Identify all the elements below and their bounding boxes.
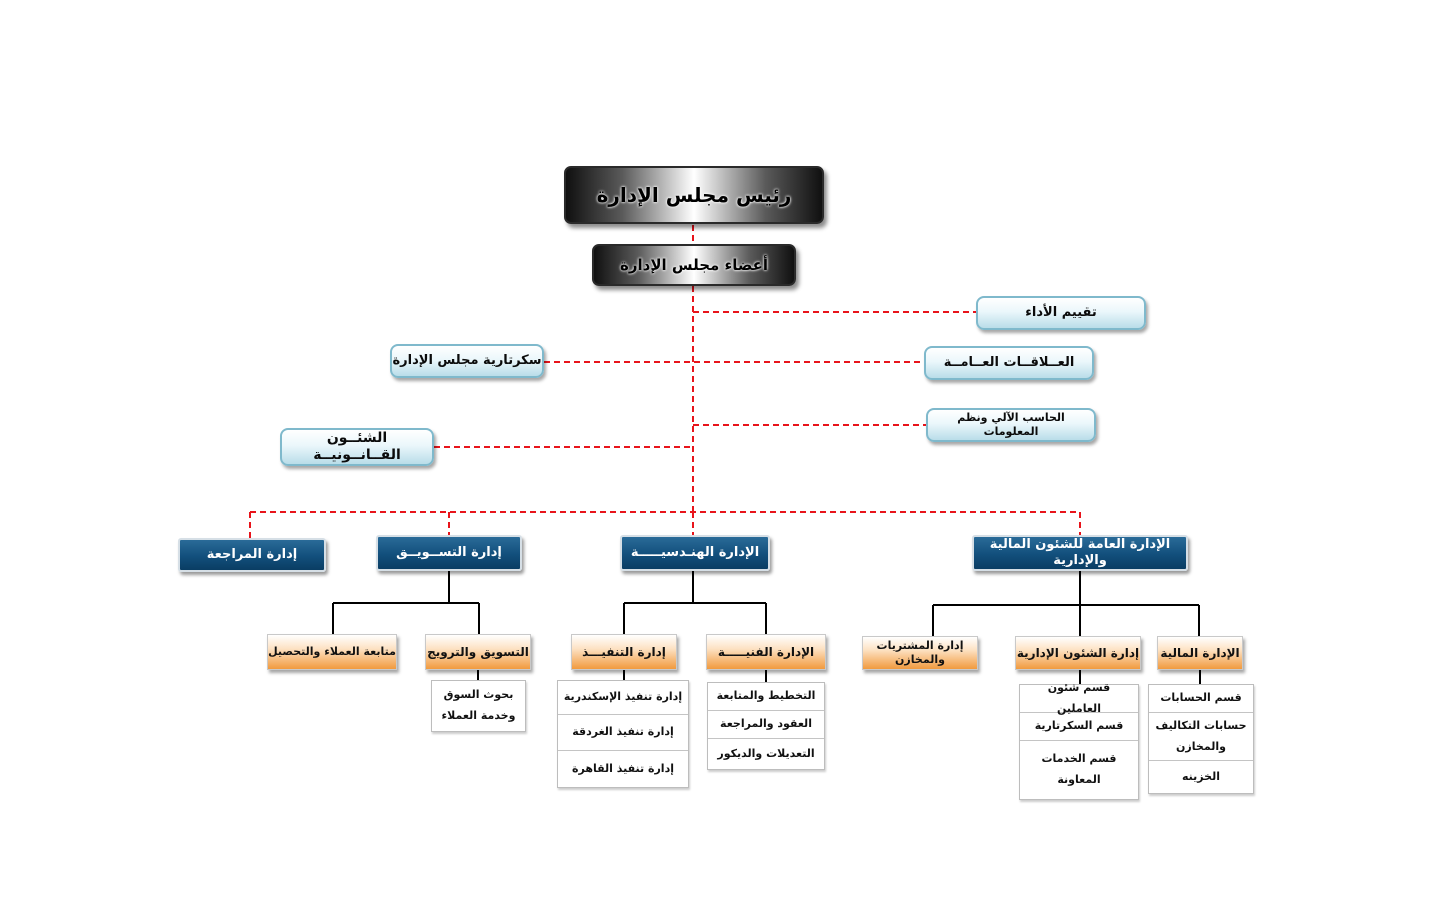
unit-item: قسم السكرتارية <box>1020 713 1138 741</box>
org-node-technical: الإدارة الفنيـــــة <box>706 634 826 670</box>
org-node-financial: الإدارة المالية <box>1157 636 1243 670</box>
org-node-chairman: رئيس مجلس الإدارة <box>564 166 824 224</box>
org-node-customer-followup: متابعة العملاء والتحصيل <box>267 634 397 670</box>
org-node-admin-affairs: إدارة الشئون الإدارية <box>1015 636 1141 670</box>
org-node-promotion: التسويق والترويج <box>425 634 531 670</box>
unit-item: إدارة تنفيذ الغردقة <box>558 715 688 751</box>
unit-item: قسم الخدمات المعاونة <box>1041 752 1117 786</box>
unit-item: إدارة تنفيذ القاهرة <box>572 761 674 775</box>
org-node-marketing: إدارة التســويــق <box>376 535 522 571</box>
org-node-finance-admin: الإدارة العامة للشئون المالية والإدارية <box>972 535 1188 571</box>
org-node-board-secretariat: سكرتارية مجلس الإدارة <box>390 344 544 378</box>
unit-item: قسم شئون العاملين <box>1020 681 1138 715</box>
unit-item: الخزينه <box>1182 769 1220 783</box>
unit-item: إدارة تنفيذ الإسكندرية <box>558 681 688 715</box>
org-node-audit: إدارة المراجعة <box>178 538 326 572</box>
unit-item: بحوث السوق وخدمة العملاء <box>441 688 516 722</box>
org-node-procurement: إدارة المشتريات والمخازن <box>862 636 978 670</box>
unit-item: العقود والمراجعة <box>708 711 824 739</box>
unit-list-promotion: بحوث السوق وخدمة العملاء <box>431 680 526 732</box>
unit-item: التعديلات والديكور <box>717 746 815 760</box>
org-node-it: الحاسب الآلي ونظم المعلومات <box>926 408 1096 442</box>
org-node-engineering: الإدارة الهنـدسيـــــة <box>620 535 770 571</box>
unit-item: التخطيط والمتابعة <box>708 683 824 711</box>
unit-item: قسم الحسابات <box>1149 685 1253 713</box>
org-node-public-relations: العــلاقــات العــامــة <box>924 346 1094 380</box>
unit-item: حسابات التكاليف والمخازن <box>1149 713 1253 761</box>
org-node-board-members: أعضاء مجلس الإدارة <box>592 244 796 286</box>
org-node-performance: تقييم الأداء <box>976 296 1146 330</box>
org-node-legal: الشئــون القــانــونيــة <box>280 428 434 466</box>
org-node-execution: إدارة التنفيـــذ <box>571 634 677 670</box>
